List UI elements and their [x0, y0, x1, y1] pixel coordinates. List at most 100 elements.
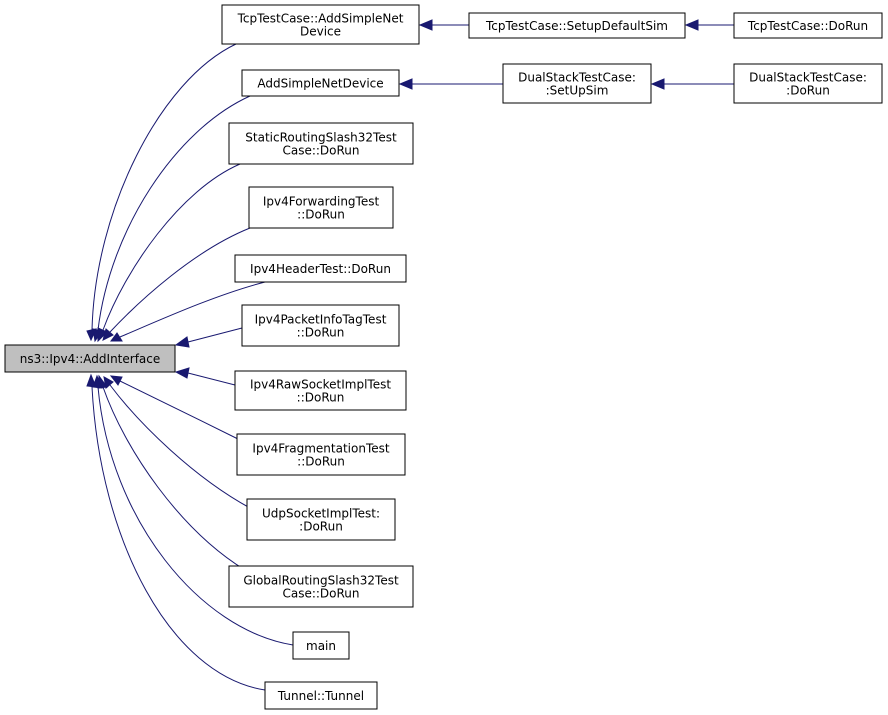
node-box: [502, 63, 652, 104]
node-label: Tunnel::Tunnel: [277, 689, 364, 703]
node-label: ::DoRun: [297, 391, 345, 405]
node-label: Ipv4RawSocketImplTest: [250, 378, 391, 392]
node-label: StaticRoutingSlash32Test: [245, 131, 397, 145]
node-ds_setup[interactable]: DualStackTestCase::SetUpSim: [502, 63, 652, 104]
node-label: Device: [300, 25, 341, 39]
node-layer: ns3::Ipv4::AddInterface TcpTestCase::AddS…: [4, 4, 883, 710]
node-add_simple[interactable]: AddSimpleNetDevice: [241, 69, 400, 97]
edge-fwd_test-to-main_node: [102, 227, 251, 341]
edge-line: [187, 372, 236, 386]
edge-ds_dorun-to-ds_setup: [650, 78, 734, 90]
node-fwd_test[interactable]: Ipv4ForwardingTest::DoRun: [248, 186, 394, 229]
edge-line: [109, 384, 251, 509]
node-box: [241, 304, 400, 347]
edge-line: [119, 380, 241, 441]
arrowhead-icon: [684, 19, 699, 31]
edge-line: [91, 43, 237, 331]
edge-layer: [86, 19, 734, 691]
arrowhead-icon: [86, 373, 97, 388]
node-raw_socket[interactable]: Ipv4RawSocketImplTest::DoRun: [234, 370, 407, 411]
node-label: ::DoRun: [297, 326, 345, 340]
edge-ds_setup-to-add_simple: [398, 78, 503, 90]
arrowhead-icon: [398, 78, 413, 90]
node-label: TcpTestCase::SetupDefaultSim: [485, 19, 668, 33]
arrowhead-icon: [174, 367, 190, 379]
node-label: ::DoRun: [297, 208, 345, 222]
node-tcp_dorun[interactable]: TcpTestCase::DoRun: [733, 12, 883, 39]
node-ds_dorun[interactable]: DualStackTestCase::DoRun: [733, 63, 883, 104]
edge-add_simple-to-main_node: [92, 95, 251, 343]
edge-tcp_setup-to-tcp_add: [418, 19, 469, 31]
edge-line: [119, 281, 266, 338]
edge-tunnel-to-main_node: [86, 373, 266, 691]
node-box: [221, 4, 420, 45]
arrowhead-icon: [110, 332, 123, 342]
node-label: Ipv4HeaderTest::DoRun: [250, 262, 391, 276]
node-label: DualStackTestCase:: [749, 71, 867, 85]
node-label: Case::DoRun: [282, 144, 359, 158]
node-box: [228, 122, 414, 165]
edge-global_routing-to-main_node: [97, 374, 246, 571]
node-box: [733, 63, 883, 104]
node-box: [228, 565, 414, 608]
edge-pkt_info-to-main_node: [174, 327, 243, 348]
node-box: [236, 433, 406, 476]
arrowhead-icon: [418, 19, 433, 31]
node-label: :SetUpSim: [546, 84, 609, 98]
node-tcp_add[interactable]: TcpTestCase::AddSimpleNetDevice: [221, 4, 420, 45]
edge-line: [97, 95, 251, 331]
arrowhead-icon: [97, 327, 108, 343]
node-box: [292, 631, 350, 660]
node-frag_test[interactable]: Ipv4FragmentationTest::DoRun: [236, 433, 406, 476]
node-box: [234, 370, 407, 411]
edge-raw_socket-to-main_node: [174, 367, 236, 386]
node-box: [246, 498, 396, 541]
node-box: [4, 344, 176, 373]
node-label: ::DoRun: [297, 455, 345, 469]
node-label: TcpTestCase::AddSimpleNet: [237, 12, 404, 26]
edge-hdr_test-to-main_node: [110, 281, 266, 342]
node-label: main: [306, 639, 336, 653]
node-box: [248, 186, 394, 229]
edge-line: [109, 227, 251, 333]
node-label: Ipv4FragmentationTest: [252, 442, 389, 456]
node-label: Ipv4PacketInfoTagTest: [255, 313, 387, 327]
node-udp_socket[interactable]: UdpSocketImplTest::DoRun: [246, 498, 396, 541]
node-box: [234, 254, 407, 283]
node-box: [241, 69, 400, 97]
node-box: [264, 681, 378, 710]
node-label: :DoRun: [786, 84, 830, 98]
node-label: AddSimpleNetDevice: [257, 77, 383, 91]
node-hdr_test[interactable]: Ipv4HeaderTest::DoRun: [234, 254, 407, 283]
edge-tcp_add-to-main_node: [86, 43, 237, 342]
edge-tcp_dorun-to-tcp_setup: [684, 19, 734, 31]
focus-node-main_node: ns3::Ipv4::AddInterface: [4, 344, 176, 373]
node-label: GlobalRoutingSlash32Test: [243, 574, 399, 588]
node-tcp_setup[interactable]: TcpTestCase::SetupDefaultSim: [468, 12, 686, 39]
arrowhead-icon: [174, 336, 190, 348]
node-tunnel[interactable]: Tunnel::Tunnel: [264, 681, 378, 710]
node-label: UdpSocketImplTest:: [262, 507, 380, 521]
node-label: Ipv4ForwardingTest: [263, 195, 380, 209]
node-label: ns3::Ipv4::AddInterface: [20, 352, 161, 366]
node-label: Case::DoRun: [282, 587, 359, 601]
arrowhead-icon: [650, 78, 665, 90]
edge-static_routing-to-main_node: [97, 163, 241, 343]
node-label: TcpTestCase::DoRun: [747, 19, 868, 33]
edge-line: [97, 386, 294, 646]
edge-line: [102, 386, 246, 571]
edge-line: [187, 327, 243, 343]
edge-udp_socket-to-main_node: [103, 376, 251, 509]
node-box: [733, 12, 883, 39]
edge-line: [91, 386, 266, 691]
node-label: DualStackTestCase:: [518, 71, 636, 85]
node-main_fn[interactable]: main: [292, 631, 350, 660]
edge-line: [102, 163, 241, 331]
arrowhead-icon: [102, 328, 114, 341]
node-label: :DoRun: [299, 520, 343, 534]
node-pkt_info[interactable]: Ipv4PacketInfoTagTest::DoRun: [241, 304, 400, 347]
edge-frag_test-to-main_node: [109, 375, 241, 441]
